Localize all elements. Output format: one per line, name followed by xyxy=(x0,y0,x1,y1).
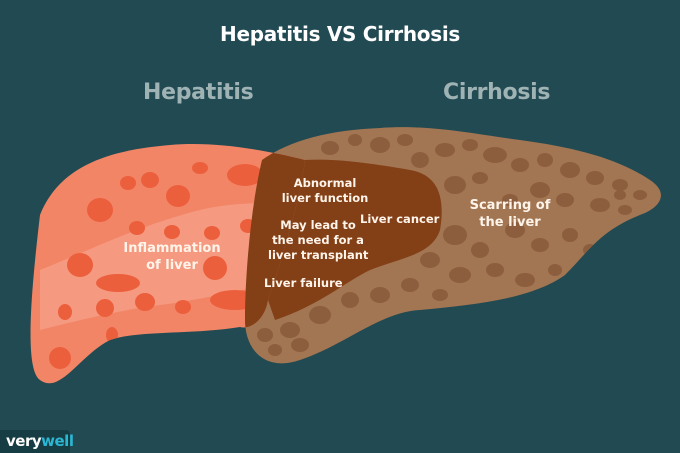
overlap-region-extension xyxy=(268,159,442,320)
label-transplant-line2: the need for a xyxy=(272,233,364,247)
logo-text-well: well xyxy=(41,432,74,450)
cirrhosis-heading: Cirrhosis xyxy=(443,80,551,105)
label-transplant: May lead to the need for a liver transpl… xyxy=(268,218,368,263)
label-scarring-line2: the liver xyxy=(479,215,541,230)
label-scarring: Scarring of the liver xyxy=(455,197,565,231)
label-transplant-line3: liver transplant xyxy=(268,248,369,262)
verywell-logo: verywell xyxy=(0,430,74,453)
label-abnormal-function: Abnormal liver function xyxy=(280,176,370,206)
logo-text-very: very xyxy=(6,432,42,450)
label-abnormal-line1: Abnormal xyxy=(293,176,357,190)
diagram-title: Hepatitis VS Cirrhosis xyxy=(220,22,460,46)
hepatitis-liver-shape xyxy=(30,144,305,384)
label-abnormal-line2: liver function xyxy=(281,191,369,205)
label-scarring-line1: Scarring of xyxy=(469,198,551,213)
label-liver-failure: Liver failure xyxy=(264,276,343,290)
label-inflammation-line2: of liver xyxy=(146,258,198,273)
label-liver-cancer: Liver cancer xyxy=(360,212,440,226)
label-transplant-line1: May lead to xyxy=(280,218,356,232)
label-inflammation: Inflammation of liver xyxy=(117,240,227,274)
hepatitis-heading: Hepatitis xyxy=(143,80,254,105)
label-inflammation-line1: Inflammation xyxy=(123,241,221,256)
